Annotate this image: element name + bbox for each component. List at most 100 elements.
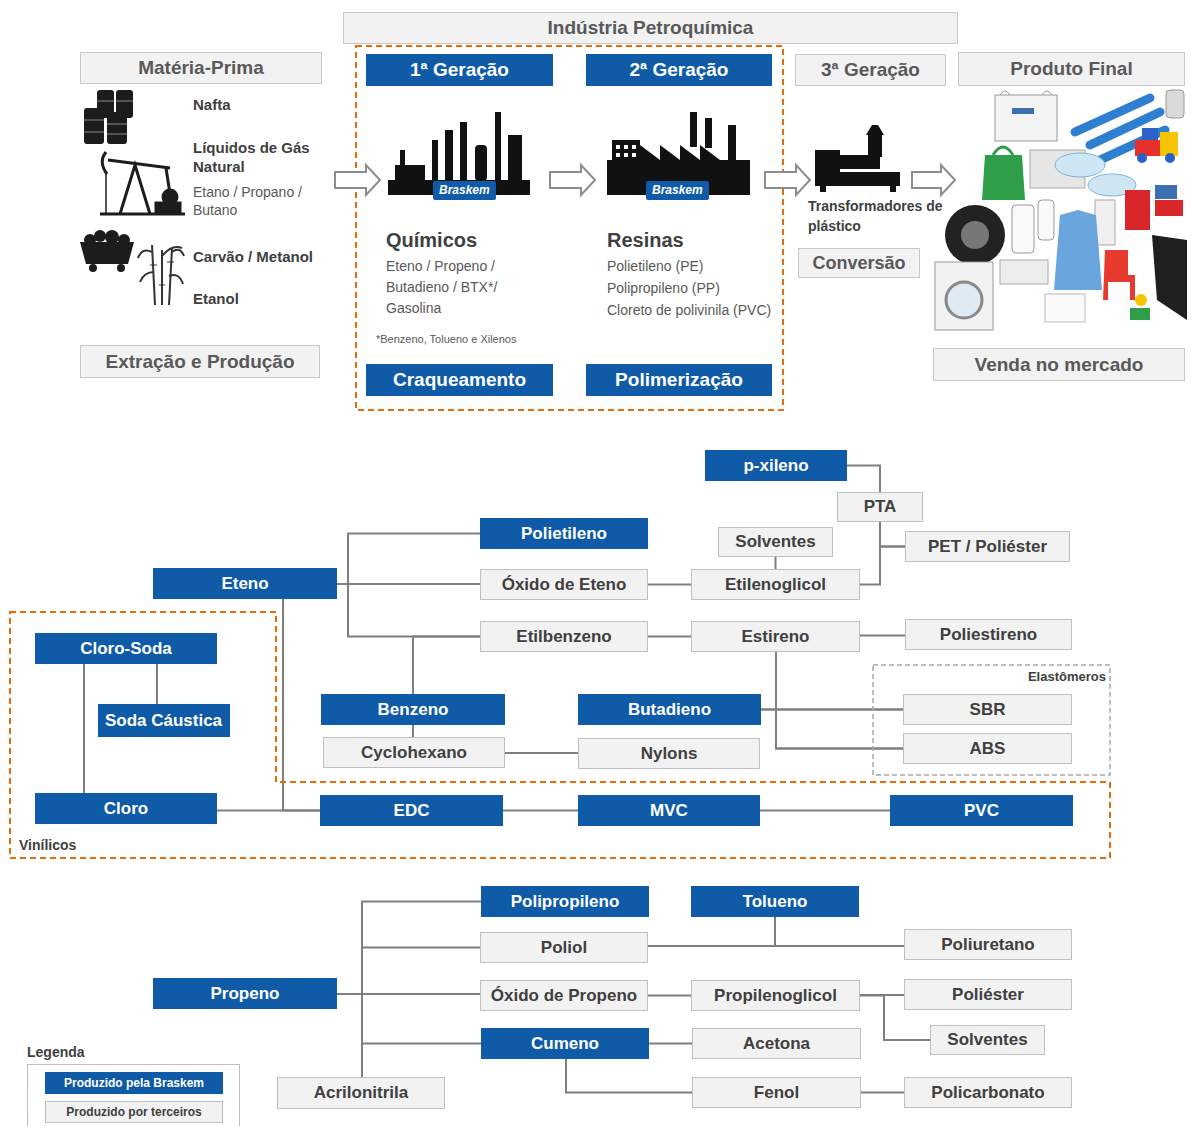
box-label: Óxido de Propeno — [491, 986, 637, 1006]
box-label: Óxido de Eteno — [502, 575, 627, 595]
tree-connector — [648, 636, 691, 638]
process-box: Craqueamento — [366, 364, 553, 396]
product-box: Cloro-Soda — [35, 633, 217, 664]
tree-connector — [337, 994, 362, 1077]
tree-connector — [503, 810, 578, 812]
box-label: Poliéster — [952, 985, 1024, 1005]
tree-connector — [413, 637, 480, 695]
product-box: Estireno — [691, 621, 860, 652]
box-label: Poliestireno — [940, 625, 1037, 645]
legend-label: Produzido por terceiros — [66, 1105, 201, 1119]
product-box: Solventes — [930, 1025, 1045, 1055]
product-box: Policarbonato — [904, 1077, 1072, 1108]
tree-connector — [217, 810, 320, 812]
box-label: Conversão — [812, 253, 905, 274]
section-header: Indústria Petroquímica — [343, 12, 958, 44]
box-label: Solventes — [735, 532, 815, 552]
product-box: SBR — [903, 694, 1072, 725]
tree-connector — [648, 945, 904, 947]
tree-connector — [860, 547, 905, 585]
box-label: MVC — [650, 801, 688, 821]
box-label: Butadieno — [628, 700, 711, 720]
tree-connector — [847, 466, 880, 493]
group-heading: Resinas — [607, 228, 684, 253]
product-box: Poliestireno — [905, 619, 1072, 650]
product-box: Óxido de Propeno — [480, 980, 648, 1011]
tree-connector — [775, 917, 904, 946]
box-label: Acetona — [743, 1034, 810, 1054]
box-label: Produto Final — [1010, 58, 1132, 80]
box-label: PTA — [864, 497, 897, 517]
material-label: Nafta — [193, 96, 231, 115]
box-label: Cumeno — [531, 1034, 599, 1054]
box-label: Policarbonato — [931, 1083, 1044, 1103]
process-box: Extração e Produção — [80, 345, 320, 378]
box-label: Polietileno — [521, 524, 607, 544]
box-label: Venda no mercado — [975, 354, 1144, 376]
legend-swatch: Produzido por terceiros — [45, 1101, 223, 1123]
material-note: Etano / Propano / Butano — [193, 184, 328, 219]
product-box: Poliéster — [904, 979, 1072, 1010]
region-label: Elastômeros — [1028, 669, 1106, 684]
product-list: Eteno / Propeno / Butadieno / BTX*/ Gaso… — [386, 256, 551, 319]
product-box: Cumeno — [481, 1028, 649, 1059]
stage-header: Produto Final — [958, 52, 1185, 86]
box-label: 3ª Geração — [821, 59, 920, 81]
tree-connector — [337, 584, 480, 637]
product-list: Polietileno (PE) — [607, 256, 704, 277]
box-label: Eteno — [221, 574, 268, 594]
product-box: Benzeno — [321, 694, 505, 725]
tree-connector — [337, 994, 481, 1044]
product-box: Tolueno — [691, 886, 859, 917]
box-label: Tolueno — [743, 892, 808, 912]
tree-connector — [566, 1059, 692, 1093]
box-label: Polipropileno — [511, 892, 620, 912]
box-label: EDC — [394, 801, 430, 821]
tree-connector — [648, 995, 691, 997]
box-label: PVC — [964, 801, 999, 821]
product-box: Eteno — [153, 568, 337, 599]
group-region: ElastômerosSBRABS — [873, 665, 1110, 775]
box-label: Etilenoglicol — [725, 575, 826, 595]
product-box: Butadieno — [578, 694, 761, 725]
box-label: p-xileno — [743, 456, 808, 476]
product-box: Fenol — [692, 1077, 861, 1108]
tree-connector — [337, 948, 480, 995]
box-label: 1ª Geração — [410, 59, 509, 81]
box-label: Estireno — [741, 627, 809, 647]
product-box: MVC — [578, 795, 760, 826]
box-label: Nylons — [641, 744, 698, 764]
box-label: Propeno — [211, 984, 280, 1004]
plastic-products-collage — [935, 90, 1187, 330]
box-label: Etilbenzeno — [516, 627, 611, 647]
product-box: Etilenoglicol — [691, 569, 860, 600]
product-box: PTA — [837, 492, 923, 522]
stage-header: Matéria-Prima — [80, 52, 322, 84]
product-box: Nylons — [578, 738, 760, 769]
tree-connector — [337, 534, 480, 585]
box-label: Polimerização — [615, 369, 743, 391]
box-label: Cloro — [104, 799, 148, 819]
product-box: Cloro — [35, 793, 217, 824]
product-box: Solventes — [718, 527, 833, 557]
box-label: Cloro-Soda — [80, 639, 172, 659]
tree-connector — [156, 664, 158, 704]
product-box: Cyclohexano — [323, 737, 505, 768]
product-box: Óxido de Eteno — [480, 569, 648, 600]
industry-outline — [356, 46, 783, 410]
legend-label: Produzido pela Braskem — [64, 1076, 204, 1090]
tree-connector — [776, 652, 903, 749]
region-outline — [873, 665, 1110, 775]
tree-connector — [412, 725, 414, 737]
product-box: PET / Poliéster — [905, 531, 1070, 562]
tree-connector — [337, 583, 480, 585]
product-box: Acrilonitrila — [277, 1077, 445, 1109]
product-box: EDC — [320, 795, 503, 826]
material-label: Carvão / Metanol — [193, 248, 313, 267]
product-box: Soda Cáustica — [98, 704, 230, 737]
stage-header: 3ª Geração — [795, 54, 946, 86]
box-label: Solventes — [947, 1030, 1027, 1050]
legend-title: Legenda — [27, 1044, 85, 1062]
box-label: SBR — [970, 700, 1006, 720]
material-label: Etanol — [193, 290, 239, 309]
